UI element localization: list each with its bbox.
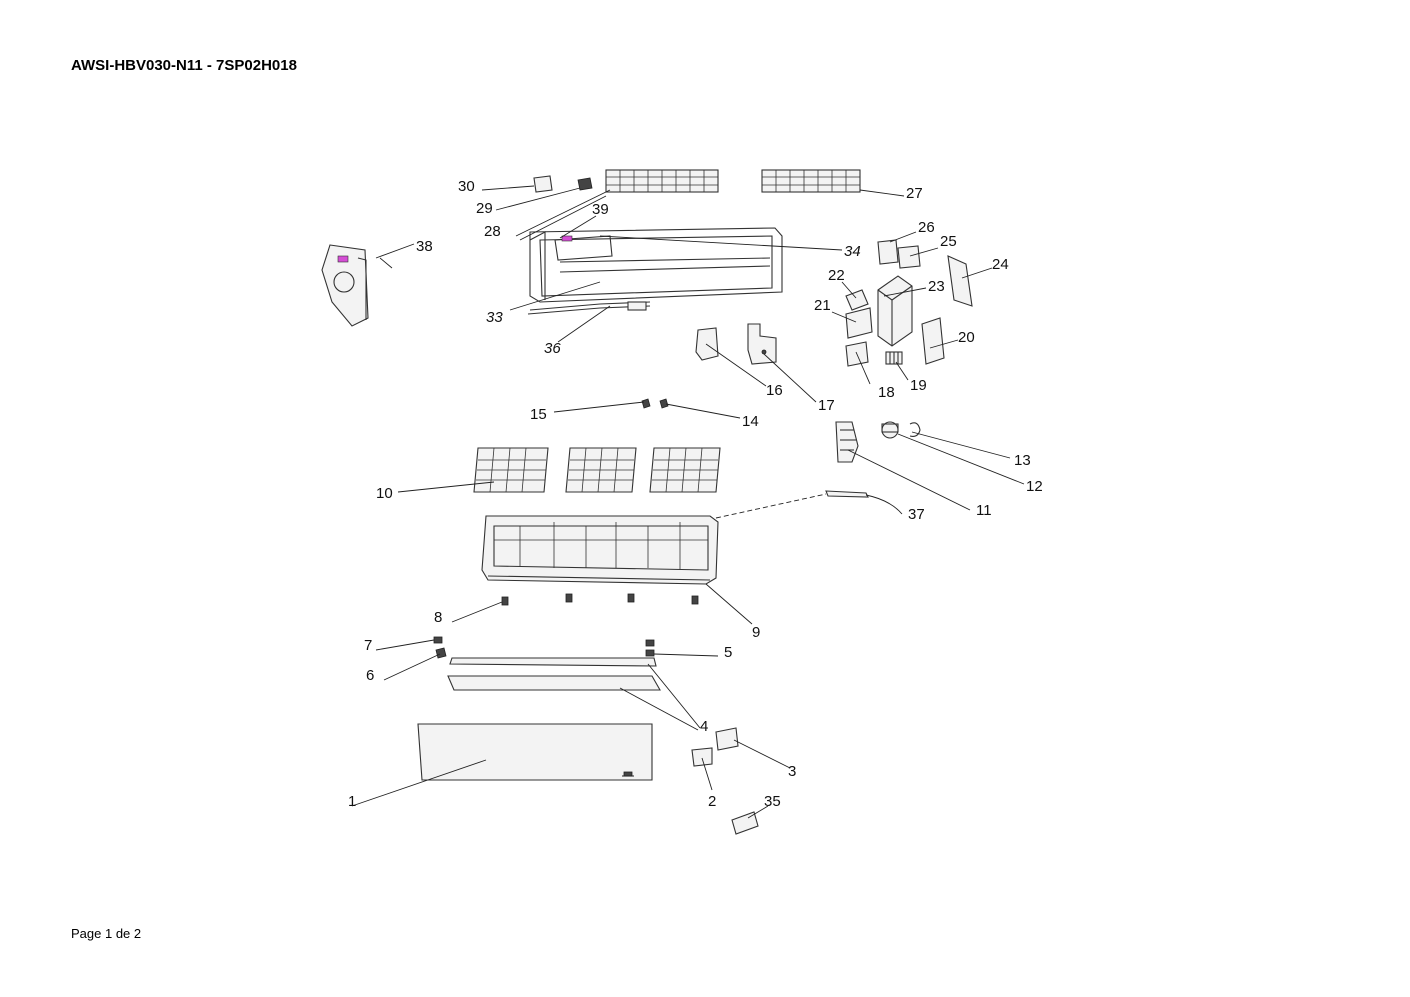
terminal-cover-26 xyxy=(877,239,899,265)
air-filter-left xyxy=(473,447,549,493)
part-5 xyxy=(645,639,655,657)
step-motor-12 xyxy=(881,421,899,439)
cross-flow-fan-left xyxy=(605,169,719,193)
bracket-11 xyxy=(835,421,859,463)
clip-8 xyxy=(501,593,699,606)
callout-28: 28 xyxy=(484,223,501,240)
callout-4: 4 xyxy=(700,718,708,735)
callout-22: 22 xyxy=(828,267,845,284)
page-footer: Page 1 de 2 xyxy=(71,926,142,941)
part-7 xyxy=(433,636,443,644)
callout-29: 29 xyxy=(476,200,493,217)
callout-26: 26 xyxy=(918,219,935,236)
callout-11: 11 xyxy=(976,502,992,519)
front-panel-1 xyxy=(417,723,653,781)
part-17 xyxy=(747,323,777,365)
document-title: AWSI-HBV030-N11 - 7SP02H018 xyxy=(71,57,297,74)
callout-38: 38 xyxy=(416,238,433,255)
control-box-23 xyxy=(877,275,913,347)
callout-16: 16 xyxy=(766,382,783,399)
callout-12: 12 xyxy=(1026,478,1043,495)
callout-37: 37 xyxy=(908,506,925,523)
pcb-21 xyxy=(845,307,873,339)
callout-labels: 1 2 3 4 5 6 7 8 9 10 11 12 13 14 15 16 1… xyxy=(348,178,1043,810)
display-box-3 xyxy=(715,727,739,751)
leader-lines xyxy=(351,185,1025,819)
crank-13 xyxy=(909,422,921,437)
louver-lower xyxy=(447,675,661,691)
chassis-9 xyxy=(481,515,719,585)
callout-8: 8 xyxy=(434,609,442,626)
callout-35: 35 xyxy=(764,793,781,810)
callout-7: 7 xyxy=(364,637,372,654)
callout-6: 6 xyxy=(366,667,374,684)
callout-21: 21 xyxy=(814,297,831,314)
callout-24: 24 xyxy=(992,256,1009,273)
callout-36: 36 xyxy=(544,340,561,357)
bushing-part xyxy=(577,177,593,191)
callout-1: 1 xyxy=(348,793,356,810)
part-19 xyxy=(885,351,903,365)
callout-15: 15 xyxy=(530,406,547,423)
part-16 xyxy=(695,327,719,361)
bearing-part xyxy=(533,175,553,193)
label-35 xyxy=(731,811,759,835)
callout-2: 2 xyxy=(708,793,716,810)
callout-20: 20 xyxy=(958,329,975,346)
callout-13: 13 xyxy=(1014,452,1031,469)
cross-flow-fan-right xyxy=(761,169,861,193)
cover-24 xyxy=(947,255,973,307)
part-6 xyxy=(435,647,447,659)
callout-19: 19 xyxy=(910,377,927,394)
callout-3: 3 xyxy=(788,763,796,780)
plate-22 xyxy=(845,289,869,311)
callout-30: 30 xyxy=(458,178,475,195)
louver-upper xyxy=(449,657,657,667)
clip-14 xyxy=(659,398,669,409)
callout-25: 25 xyxy=(940,233,957,250)
callout-33: 33 xyxy=(486,309,503,326)
callout-5: 5 xyxy=(724,644,732,661)
callout-23: 23 xyxy=(928,278,945,295)
callout-18: 18 xyxy=(878,384,895,401)
callout-27: 27 xyxy=(906,185,923,202)
evaporator-assembly xyxy=(527,227,783,315)
side-plate xyxy=(321,244,369,327)
callout-9: 9 xyxy=(752,624,760,641)
display-board-2 xyxy=(691,747,713,767)
air-filter-right xyxy=(649,447,721,493)
cover-20 xyxy=(921,317,945,365)
air-filter-middle xyxy=(565,447,637,493)
callout-34: 34 xyxy=(844,243,861,260)
callout-10: 10 xyxy=(376,485,393,502)
terminal-block-25 xyxy=(897,245,921,269)
callout-39: 39 xyxy=(592,201,609,218)
rod-37 xyxy=(825,490,869,498)
clip-15 xyxy=(641,398,651,409)
callout-14: 14 xyxy=(742,413,759,430)
callout-17: 17 xyxy=(818,397,835,414)
